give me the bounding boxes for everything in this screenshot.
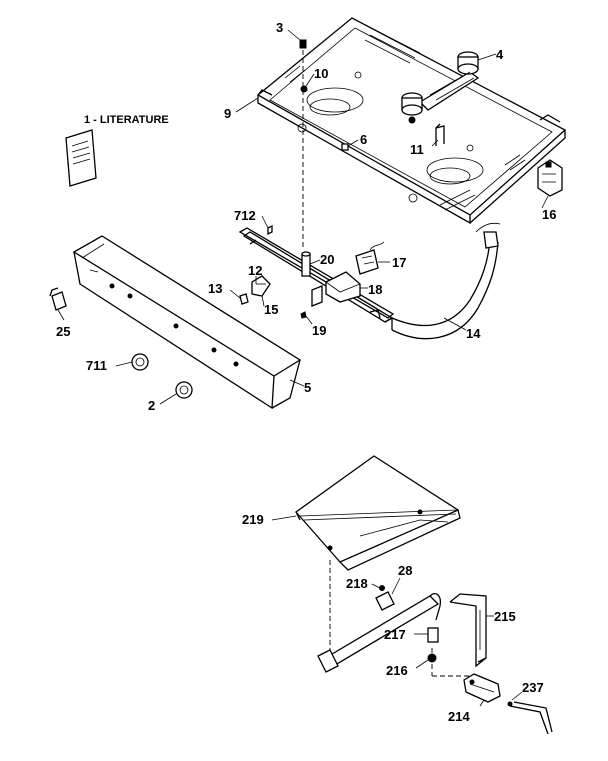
- clip-11: [435, 123, 445, 146]
- label-14: 14: [466, 326, 481, 341]
- label-215: 215: [494, 609, 516, 624]
- nut-216: [427, 653, 437, 663]
- burner-box-frame: [256, 17, 567, 225]
- label-214: 214: [448, 709, 470, 724]
- baffle-219: [295, 455, 461, 571]
- bracket-16: [537, 159, 563, 197]
- callout-labels: 3 4 10 9 6 11 16 1 - LITERATURE 712 20 1…: [56, 20, 556, 724]
- bracket-215: [449, 593, 487, 668]
- label-9: 9: [224, 106, 231, 121]
- label-4: 4: [496, 47, 504, 62]
- ignitor-17: [355, 241, 385, 275]
- bracket-18: [325, 271, 361, 303]
- label-6: 6: [360, 132, 367, 147]
- label-3: 3: [276, 20, 283, 35]
- bezel-711: [131, 353, 149, 371]
- screw-6: [341, 143, 349, 151]
- label-28: 28: [398, 563, 412, 578]
- leader-lines: [57, 29, 549, 707]
- screw-712: [267, 224, 273, 236]
- clip-217: [427, 627, 439, 643]
- oven-burner-tube: [317, 592, 442, 673]
- label-11: 11: [410, 142, 424, 157]
- label-20: 20: [320, 252, 334, 267]
- ignitor-214: [463, 673, 501, 703]
- label-18: 18: [368, 282, 382, 297]
- screw-13: [239, 293, 249, 305]
- bracket-19: [300, 285, 323, 319]
- literature-booklet: [65, 129, 97, 187]
- label-2: 2: [148, 398, 155, 413]
- label-13: 13: [208, 281, 222, 296]
- label-217: 217: [384, 627, 406, 642]
- clip-25: [49, 287, 67, 311]
- label-19: 19: [312, 323, 326, 338]
- label-219: 219: [242, 512, 264, 527]
- label-711: 711: [86, 358, 107, 373]
- label-15: 15: [264, 302, 278, 317]
- orifice-218: [375, 585, 395, 611]
- label-literature: 1 - LITERATURE: [84, 114, 169, 126]
- orifice-12-15: [251, 275, 271, 297]
- valve-20: [301, 251, 311, 277]
- label-216: 216: [386, 663, 408, 678]
- screw-3: [299, 39, 307, 49]
- burner-assembly: [401, 51, 480, 124]
- label-218: 218: [346, 576, 368, 591]
- wire-237: [507, 701, 553, 735]
- bezel-2: [175, 381, 193, 399]
- label-10: 10: [314, 66, 328, 81]
- label-25: 25: [56, 324, 70, 339]
- label-5: 5: [304, 380, 311, 395]
- label-12: 12: [248, 263, 262, 278]
- label-712: 712: [234, 208, 256, 223]
- label-237: 237: [522, 680, 544, 695]
- screw-10: [300, 85, 308, 93]
- label-17: 17: [392, 255, 406, 270]
- control-panel-5: [72, 235, 302, 410]
- label-16: 16: [542, 207, 556, 222]
- manifold-pipe-14: [242, 222, 501, 340]
